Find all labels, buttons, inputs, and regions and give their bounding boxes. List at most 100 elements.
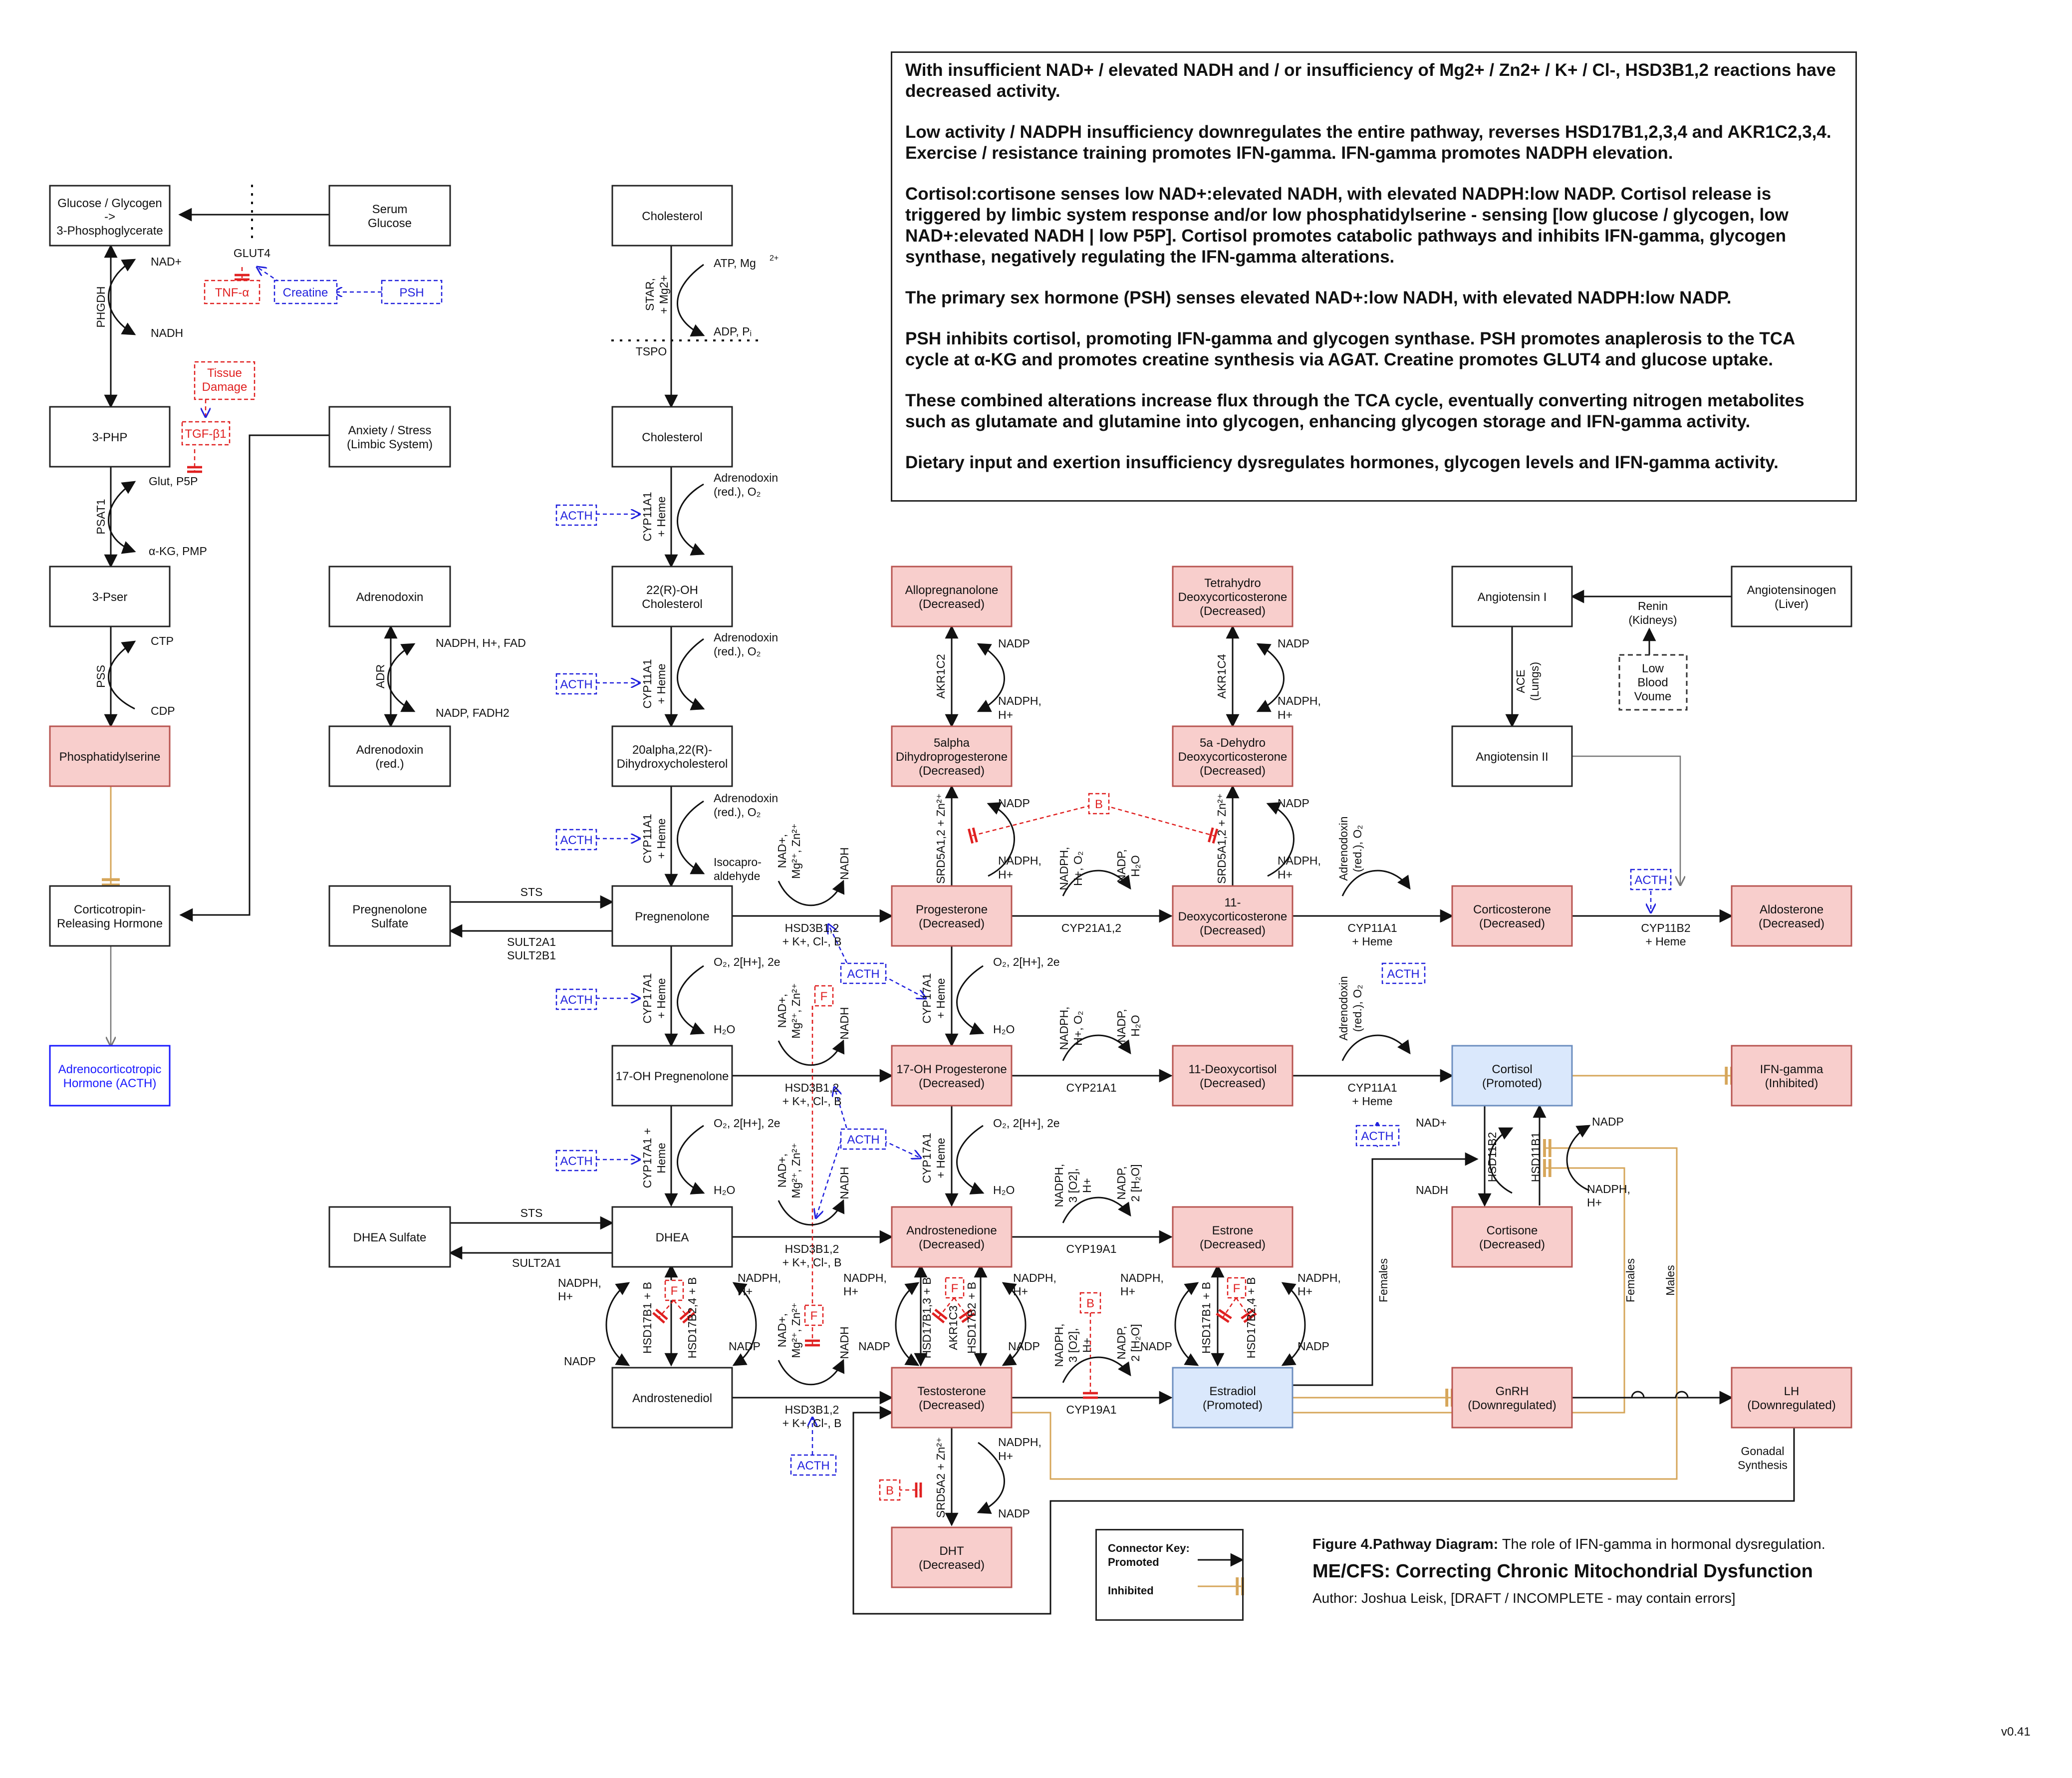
node-allopregnanolone[interactable]: Allopregnanolone (Decreased) <box>891 566 1013 627</box>
node-5a-dehydro-deoxycorticosterone[interactable]: 5a -Dehydro Deoxycorticosterone (Decreas… <box>1172 725 1294 787</box>
node-dhea[interactable]: DHEA <box>611 1206 733 1268</box>
node-lh[interactable]: LH (Downregulated) <box>1731 1367 1852 1429</box>
tag-b-1[interactable]: B <box>1088 793 1110 815</box>
node-cholesterol-2[interactable]: Cholesterol <box>611 406 733 468</box>
connector-arrow <box>1341 1034 1411 1061</box>
node-3-php[interactable]: 3-PHP <box>49 406 171 468</box>
node-cortisol[interactable]: Cortisol (Promoted) <box>1451 1045 1573 1107</box>
node-5alpha-dihydroprogesterone[interactable]: 5alpha Dihydroprogesterone (Decreased) <box>891 725 1013 787</box>
diagram-label: HSD3B1,2 <box>785 1403 839 1416</box>
node-pregnenolone[interactable]: Pregnenolone <box>611 885 733 947</box>
tag-acth-5[interactable]: ACTH <box>555 1150 597 1172</box>
note-2: Low activity / NADPH insufficiency downr… <box>905 122 1831 163</box>
node-tetrahydro-deoxycorticosterone[interactable]: Tetrahydro Deoxycorticosterone (Decrease… <box>1172 566 1294 627</box>
node-11-deoxycortisol[interactable]: 11-Deoxycortisol (Decreased) <box>1172 1045 1294 1107</box>
tag-f-2[interactable]: F <box>664 1279 684 1301</box>
tag-tgf-beta1[interactable]: TGF-β1 <box>181 421 231 446</box>
node-serum-glucose[interactable]: Serum Glucose <box>328 185 451 247</box>
tag-acth-7[interactable]: ACTH <box>840 1128 887 1150</box>
tag-tissue-damage[interactable]: Tissue Damage <box>194 361 256 400</box>
node-phosphatidylserine[interactable]: Phosphatidylserine <box>49 725 171 787</box>
tag-acth-4[interactable]: ACTH <box>555 988 597 1010</box>
node-androstenediol[interactable]: Androstenediol <box>611 1367 733 1429</box>
diagram-label: H+ <box>1278 708 1293 721</box>
diagram-label: NADH <box>151 326 183 339</box>
connector-arrow <box>677 1125 705 1194</box>
diagram-label: Deoxycorticosterone <box>1178 910 1288 923</box>
diagram-label: NAD+ <box>151 255 182 268</box>
node-estrone[interactable]: Estrone (Decreased) <box>1172 1206 1294 1268</box>
tag-acth-9[interactable]: ACTH <box>1630 869 1672 890</box>
node-progesterone[interactable]: Progesterone (Decreased) <box>891 885 1013 947</box>
tag-acth-1[interactable]: ACTH <box>555 504 597 526</box>
diagram-label: Hormone (ACTH) <box>63 1077 157 1090</box>
connector-arrow <box>1256 643 1285 712</box>
tag-f-3[interactable]: F <box>804 1304 824 1326</box>
diagram-label: O₂, 2[H+], 2e <box>993 955 1060 968</box>
node-pregnenolone-sulfate[interactable]: Pregnenolone Sulfate <box>328 885 451 947</box>
node-aldosterone[interactable]: Aldosterone (Decreased) <box>1731 885 1852 947</box>
node-dihydroxycholesterol[interactable]: 20alpha,22(R)- Dihydroxycholesterol <box>611 725 733 787</box>
diagram-label: Adrenodoxin <box>356 591 424 604</box>
tag-b-2[interactable]: B <box>1079 1292 1101 1314</box>
node-testosterone[interactable]: Testosterone (Decreased) <box>891 1367 1013 1429</box>
diagram-label: H+ <box>998 868 1013 881</box>
node-17-oh-pregnenolone[interactable]: 17-OH Pregnenolone <box>611 1045 733 1107</box>
tag-f-5[interactable]: F <box>1227 1277 1247 1299</box>
diagram-label: Tissue <box>207 366 242 380</box>
node-androstenedione[interactable]: Androstenedione (Decreased) <box>891 1206 1013 1268</box>
node-gnrh[interactable]: GnRH (Downregulated) <box>1451 1367 1573 1429</box>
tag-f-1[interactable]: F <box>814 985 834 1007</box>
node-angiotensin-1[interactable]: Angiotensin I <box>1451 566 1573 627</box>
note-1: With insufficient NAD+ / elevated NADH a… <box>905 60 1836 101</box>
diagram-label: + Mg2+ <box>657 275 670 314</box>
tag-acth-6[interactable]: ACTH <box>840 962 887 984</box>
tag-acth-3[interactable]: ACTH <box>555 829 597 851</box>
diagram-label: Adrenodoxin <box>714 792 778 805</box>
diagram-label: H+ <box>843 1285 858 1298</box>
tag-b-3[interactable]: B <box>879 1479 901 1501</box>
node-corticosterone[interactable]: Corticosterone (Decreased) <box>1451 885 1573 947</box>
diagram-label: F <box>810 1309 818 1323</box>
tag-acth-10[interactable]: ACTH <box>1381 962 1426 984</box>
node-low-blood-volume[interactable]: Low Blood Voume <box>1618 654 1688 711</box>
diagram-label: HSD11B2 <box>1486 1132 1499 1183</box>
tag-acth-2[interactable]: ACTH <box>555 673 597 695</box>
node-3-pser[interactable]: 3-Pser <box>49 566 171 627</box>
node-ifn-gamma[interactable]: IFN-gamma (Inhibited) <box>1731 1045 1852 1107</box>
diagram-label: H+ <box>998 1450 1013 1463</box>
node-dhea-sulfate[interactable]: DHEA Sulfate <box>328 1206 451 1268</box>
node-17-oh-progesterone[interactable]: 17-OH Progesterone (Decreased) <box>891 1045 1013 1107</box>
tag-acth-11[interactable]: ACTH <box>1355 1125 1400 1147</box>
diagram-label: NAD+, <box>776 1313 788 1347</box>
diagram-label: (Downregulated) <box>1747 1399 1835 1412</box>
diagram-label: Pregnenolone <box>352 903 427 916</box>
node-estradiol[interactable]: Estradiol (Promoted) <box>1172 1367 1294 1429</box>
node-glucose[interactable]: Glucose / Glycogen -> 3-Phosphoglycerate <box>49 185 171 247</box>
node-anxiety[interactable]: Anxiety / Stress (Limbic System) <box>328 406 451 468</box>
node-dht[interactable]: DHT (Decreased) <box>891 1526 1013 1588</box>
diagram-label: Heme <box>655 1143 668 1173</box>
node-adrenodoxin[interactable]: Adrenodoxin <box>328 566 451 627</box>
node-adrenodoxin-red[interactable]: Adrenodoxin (red.) <box>328 725 451 787</box>
tag-psh[interactable]: PSH <box>381 280 443 304</box>
node-cholesterol-1[interactable]: Cholesterol <box>611 185 733 247</box>
node-crh[interactable]: Corticotropin- Releasing Hormone <box>49 885 171 947</box>
diagram-label: TGF-β1 <box>185 427 226 441</box>
diagram-label: NADH <box>838 1007 851 1039</box>
diagram-label: F <box>820 990 828 1003</box>
node-11-deoxycorticosterone[interactable]: 11- Deoxycorticosterone (Decreased) <box>1172 885 1294 947</box>
tag-tnf-alpha[interactable]: TNF-α <box>204 280 260 304</box>
tag-f-4[interactable]: F <box>945 1277 965 1299</box>
tag-acth-8[interactable]: ACTH <box>790 1454 837 1476</box>
node-cortisone[interactable]: Cortisone (Decreased) <box>1451 1206 1573 1268</box>
node-acth[interactable]: Adrenocorticotropic Hormone (ACTH) <box>49 1045 171 1107</box>
node-angiotensin-2[interactable]: Angiotensin II <box>1451 725 1573 787</box>
diagram-label: NADP <box>729 1340 761 1353</box>
diagram-label: H₂O <box>993 1184 1015 1196</box>
node-22r-oh-cholesterol[interactable]: 22(R)-OH Cholesterol <box>611 566 733 627</box>
connector-arrow <box>108 481 136 554</box>
tag-creatine[interactable]: Creatine <box>273 280 338 304</box>
node-angiotensinogen[interactable]: Angiotensinogen (Liver) <box>1731 566 1852 627</box>
connector-arrow <box>677 965 705 1035</box>
